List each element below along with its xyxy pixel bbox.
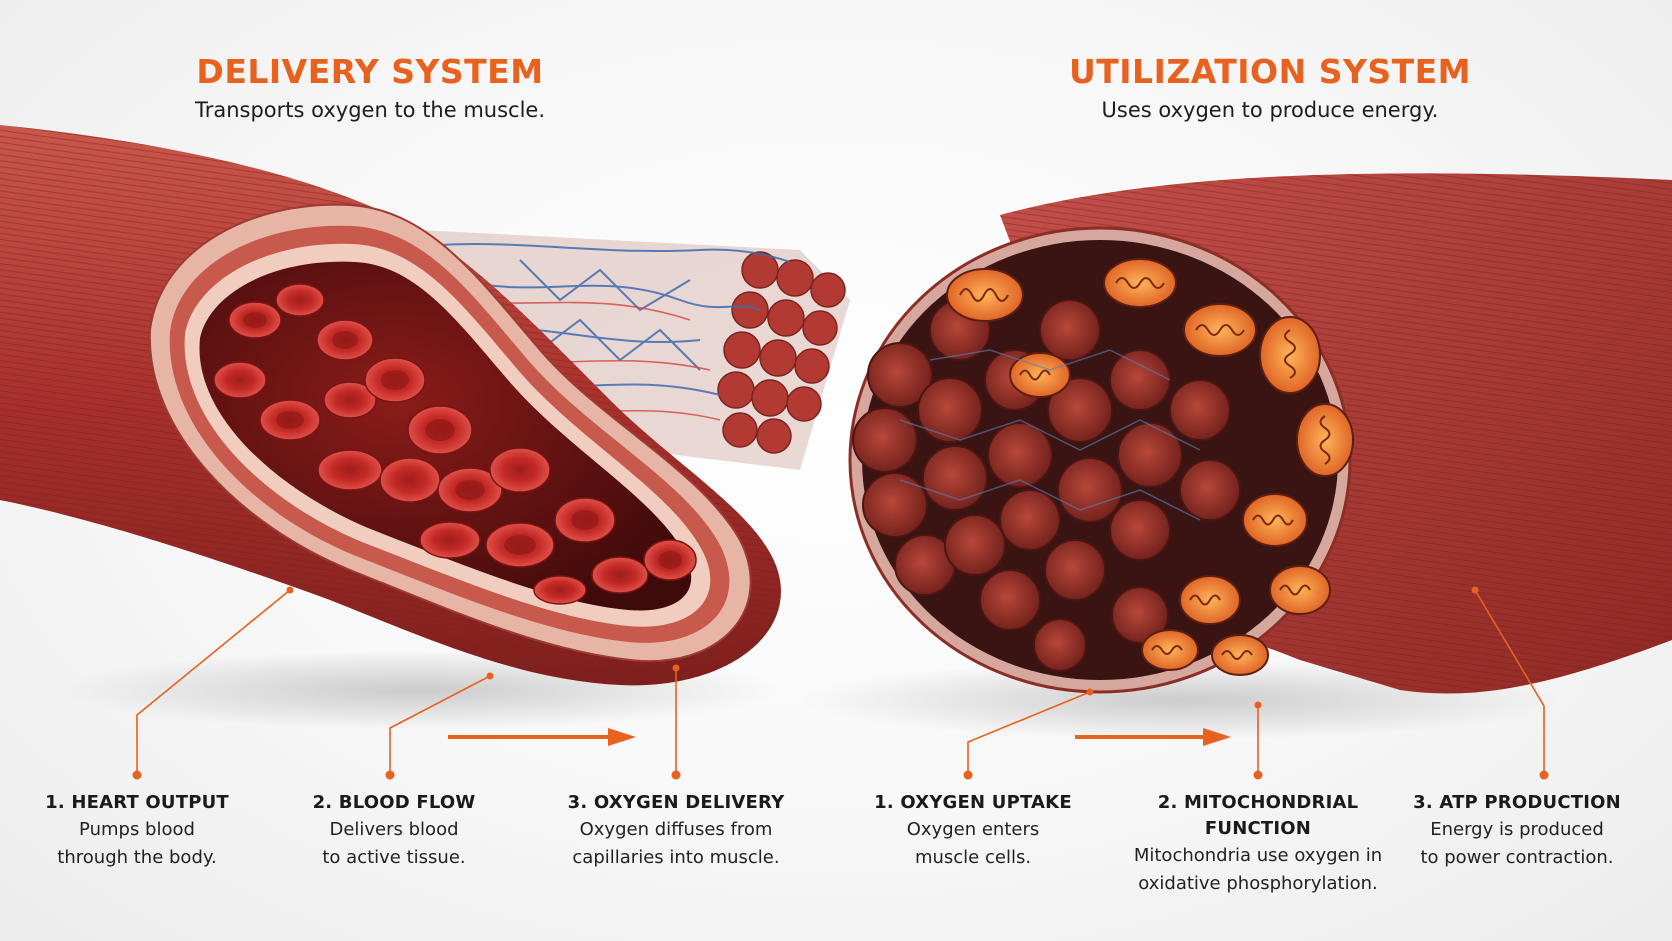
callout-dots	[132, 586, 1549, 780]
utilization-title: UTILIZATION SYSTEM	[1068, 52, 1472, 91]
artery-cross-section	[0, 125, 781, 686]
flow-arrows	[448, 728, 1231, 746]
step-title: 3. OXYGEN DELIVERY	[567, 792, 785, 813]
utilization-header: UTILIZATION SYSTEM Uses oxygen to produc…	[1060, 52, 1480, 124]
delivery-step-blood-flow: 2. BLOOD FLOW Delivers blood to active t…	[244, 790, 544, 872]
mitochondria	[946, 258, 1354, 676]
delivery-title: DELIVERY SYSTEM	[196, 52, 544, 91]
step-description: Energy is produced to power contraction.	[1420, 819, 1614, 868]
step-description: Pumps blood through the body.	[57, 819, 217, 868]
red-blood-cells	[213, 283, 697, 605]
delivery-header: DELIVERY SYSTEM Transports oxygen to the…	[160, 52, 580, 124]
step-description: Oxygen diffuses from capillaries into mu…	[572, 819, 780, 868]
arrow-right-icon	[448, 728, 636, 746]
callout-heart-output	[136, 589, 291, 775]
step-title: 2. BLOOD FLOW	[312, 792, 476, 813]
delivery-step-heart-output: 1. HEART OUTPUT Pumps blood through the …	[0, 790, 287, 872]
step-title: 3. ATP PRODUCTION	[1413, 792, 1621, 813]
utilization-subtitle: Uses oxygen to produce energy.	[1101, 98, 1439, 122]
step-description: Mitochondria use oxygen in oxidative pho…	[1133, 845, 1383, 894]
callout-atp-production	[1474, 589, 1545, 775]
utilization-step-mitochondrial-function: 2. MITOCHONDRIAL FUNCTION Mitochondria u…	[1108, 790, 1408, 898]
step-title: 2. MITOCHONDRIAL FUNCTION	[1157, 792, 1359, 839]
step-description: Oxygen enters muscle cells.	[906, 819, 1040, 868]
step-title: 1. HEART OUTPUT	[45, 792, 229, 813]
callout-blood-flow	[389, 675, 491, 775]
delivery-subtitle: Transports oxygen to the muscle.	[194, 98, 546, 122]
muscle-bundle	[848, 173, 1672, 694]
step-title: 1. OXYGEN UPTAKE	[874, 792, 1072, 813]
utilization-step-oxygen-uptake: 1. OXYGEN UPTAKE Oxygen enters muscle ce…	[823, 790, 1123, 872]
muscle-fibers	[852, 299, 1241, 672]
utilization-step-atp-production: 3. ATP PRODUCTION Energy is produced to …	[1372, 790, 1662, 872]
callout-oxygen-uptake	[967, 691, 1091, 775]
arrow-right-icon	[1075, 728, 1231, 746]
callouts	[136, 589, 1545, 775]
delivery-step-oxygen-delivery: 3. OXYGEN DELIVERY Oxygen diffuses from …	[526, 790, 826, 872]
step-description: Delivers blood to active tissue.	[322, 819, 466, 868]
